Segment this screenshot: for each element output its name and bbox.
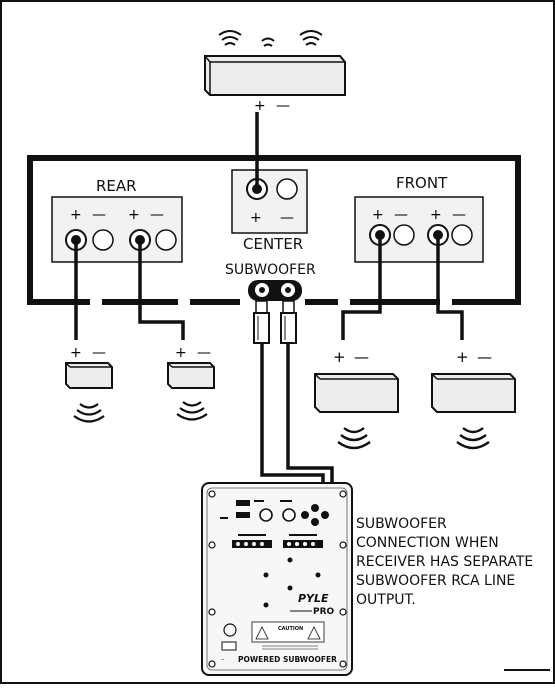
center-speaker-minus: — (276, 98, 290, 114)
subwoofer-connection-caption: SUBWOOFER CONNECTION WHEN RECEIVER HAS S… (356, 515, 551, 610)
rear-label: REAR (96, 177, 137, 195)
fuse-holder[interactable] (223, 623, 237, 637)
svg-text:~: ~ (221, 657, 224, 662)
sound-waves-icon (337, 427, 371, 450)
svg-text:+: + (456, 348, 469, 366)
pyle-logo: PYLE (298, 592, 329, 605)
front-right-minus-jack[interactable] (451, 224, 473, 246)
svg-text:+: + (250, 210, 262, 226)
center-terminal-panel: + — (231, 169, 308, 234)
powered-subwoofer-panel: PYLE PRO CAUTION ~ POWERED SUBWOOFER (201, 482, 353, 676)
svg-text:+: + (70, 345, 82, 361)
rear-right-speaker: + — (167, 345, 215, 421)
svg-text:—: — (197, 345, 211, 361)
svg-text:—: — (280, 210, 294, 226)
pyle-pro-logo: PRO (313, 607, 335, 617)
front-terminal-panel: + — + — (354, 196, 484, 263)
svg-text:—: — (477, 348, 492, 366)
sound-waves-icon (218, 30, 323, 47)
subwoofer-label: SUBWOOFER (225, 262, 316, 278)
warning-icon (307, 626, 321, 640)
svg-text:—: — (92, 207, 106, 223)
svg-text:CAUTION: CAUTION (278, 626, 303, 632)
center-minus-jack[interactable] (276, 178, 298, 200)
crossover-knob[interactable] (259, 508, 273, 522)
svg-text:+: + (70, 207, 82, 223)
center-speaker-plus: + (254, 98, 266, 114)
caption-line: OUTPUT. (356, 592, 416, 608)
caption-line: RECEIVER HAS SEPARATE (356, 554, 534, 570)
sound-waves-icon (176, 401, 208, 421)
caption-line: CONNECTION WHEN (356, 535, 499, 551)
rca-plugs (253, 300, 297, 344)
sound-waves-icon (456, 427, 490, 450)
rear-left-minus-jack[interactable] (92, 229, 114, 251)
svg-text:—: — (394, 207, 408, 223)
volume-knob[interactable] (282, 508, 296, 522)
svg-text:—: — (92, 345, 106, 361)
svg-text:+: + (128, 207, 140, 223)
front-label: FRONT (396, 174, 448, 192)
center-speaker: + — (204, 30, 346, 114)
rear-right-minus-jack[interactable] (155, 229, 177, 251)
rear-terminal-panel: + — + — (51, 196, 183, 263)
power-inlet[interactable] (221, 641, 237, 651)
svg-text:+: + (175, 345, 187, 361)
svg-text:+: + (430, 207, 442, 223)
front-left-speaker: + — (314, 348, 399, 450)
warning-icon (255, 626, 269, 640)
sound-waves-icon (73, 403, 105, 423)
front-right-speaker: + — (431, 348, 516, 450)
corner-rule (504, 669, 550, 671)
rear-left-speaker: + — (65, 345, 113, 423)
caption-line: SUBWOOFER RCA LINE (356, 573, 516, 589)
center-label: CENTER (243, 235, 304, 253)
svg-text:—: — (452, 207, 466, 223)
svg-text:+: + (372, 207, 384, 223)
caution-label (251, 621, 325, 643)
front-left-minus-jack[interactable] (393, 224, 415, 246)
panel-footer-label: POWERED SUBWOOFER (238, 655, 337, 664)
subwoofer-rca-output (248, 280, 302, 301)
svg-text:—: — (354, 348, 369, 366)
svg-text:+: + (333, 348, 346, 366)
speaker-wires (74, 112, 464, 510)
caption-line: SUBWOOFER (356, 516, 447, 532)
svg-text:—: — (150, 207, 164, 223)
